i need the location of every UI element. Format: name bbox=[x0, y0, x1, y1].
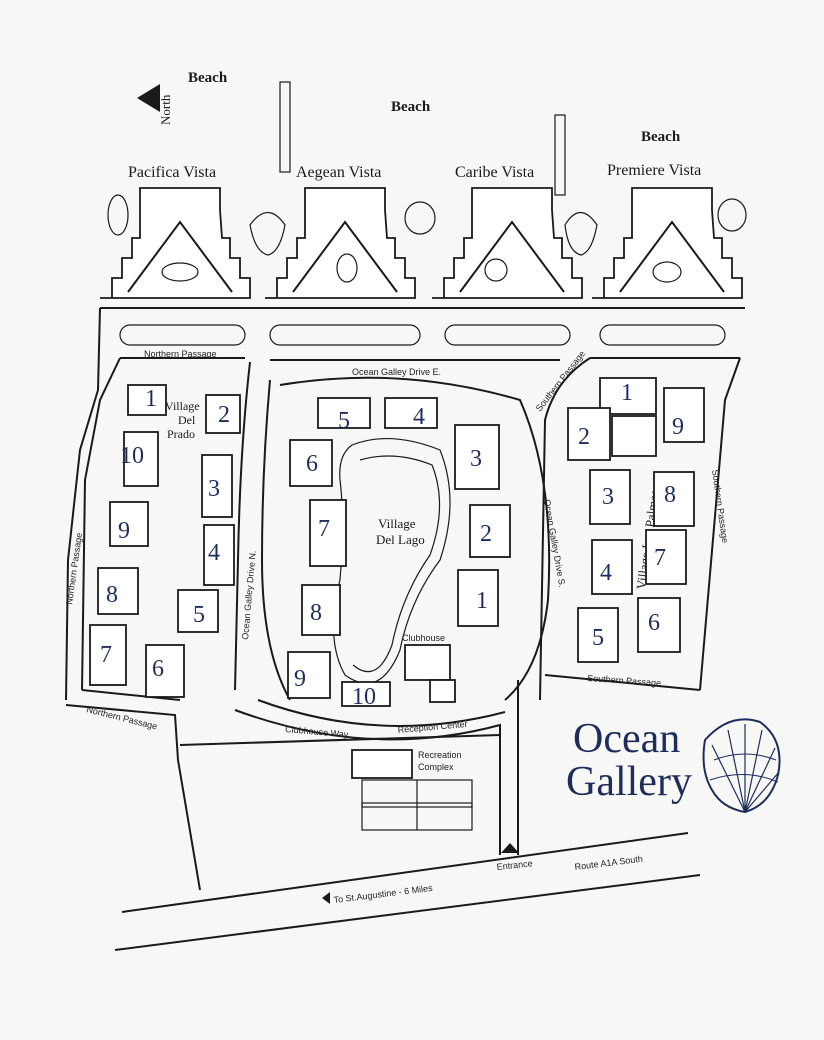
street-southern-passage-top: Southern Passage bbox=[534, 349, 587, 414]
street-ocean-galley-drive-e: Ocean Galley Drive E. bbox=[352, 367, 441, 377]
beach-label-3: Beach bbox=[641, 129, 681, 145]
las-palmas-buildings: 1 2 9 3 8 4 7 5 6 bbox=[567, 377, 705, 663]
entrance-icon bbox=[501, 843, 519, 853]
street-southern-passage-bottom: Southern Passage bbox=[587, 673, 662, 688]
lake-inner-edge bbox=[352, 455, 441, 673]
north-label: North bbox=[158, 94, 173, 125]
svg-text:Del: Del bbox=[178, 413, 196, 427]
bldg-del-prado-10: 10 bbox=[120, 443, 144, 469]
village-del-lago-label: Village Del Lago bbox=[376, 516, 425, 547]
recreation-label-2: Complex bbox=[418, 762, 454, 772]
bldg-del-lago-6: 6 bbox=[306, 451, 318, 477]
bldg-del-prado-3: 3 bbox=[208, 476, 220, 502]
top-parking-row bbox=[119, 324, 726, 346]
bldg-las-palmas-4: 4 bbox=[600, 560, 612, 586]
bldg-las-palmas-8: 8 bbox=[664, 482, 676, 508]
bldg-del-prado-2: 2 bbox=[218, 402, 230, 428]
bldg-del-lago-1: 1 bbox=[476, 588, 488, 614]
bldg-del-lago-10: 10 bbox=[352, 684, 376, 710]
bldg-del-lago-9: 9 bbox=[294, 666, 306, 692]
bldg-del-lago-4: 4 bbox=[413, 404, 425, 430]
svg-text:Del Lago: Del Lago bbox=[376, 532, 425, 547]
vista-building-aegean bbox=[265, 187, 416, 299]
bldg-las-palmas-7: 7 bbox=[654, 545, 666, 571]
street-ocean-galley-drive-s: Ocean Galley Drive S. bbox=[542, 499, 567, 588]
bldg-del-prado-5: 5 bbox=[193, 602, 205, 628]
bldg-las-palmas-3: 3 bbox=[602, 484, 614, 510]
svg-text:Village: Village bbox=[165, 399, 200, 413]
street-clubhouse-way: Clubhouse Way bbox=[285, 724, 349, 740]
beach-walkways bbox=[279, 81, 566, 196]
street-reception-center: Reception Center bbox=[397, 719, 468, 735]
vista-label-caribe: Caribe Vista bbox=[455, 164, 534, 181]
bldg-del-prado-7: 7 bbox=[100, 642, 112, 668]
bldg-las-palmas-5: 5 bbox=[592, 625, 604, 651]
bldg-del-prado-9: 9 bbox=[118, 518, 130, 544]
logo-text-ocean: Ocean bbox=[573, 716, 680, 762]
bldg-del-lago-7: 7 bbox=[318, 516, 330, 542]
bldg-las-palmas-2: 2 bbox=[578, 424, 590, 450]
bldg-del-prado-6: 6 bbox=[152, 656, 164, 682]
vista-label-aegean: Aegean Vista bbox=[296, 164, 381, 181]
bldg-del-lago-3: 3 bbox=[470, 446, 482, 472]
bldg-del-prado-1: 1 bbox=[145, 386, 157, 412]
bldg-del-prado-8: 8 bbox=[106, 582, 118, 608]
st-augustine-label: To St.Augustine - 6 Miles bbox=[333, 883, 434, 905]
recreation-label-1: Recreation bbox=[418, 750, 462, 760]
del-prado-buildings: 1 2 10 3 9 4 8 5 7 6 bbox=[89, 384, 241, 698]
beach-label-2: Beach bbox=[391, 99, 431, 115]
logo-text-gallery: Gallery bbox=[566, 759, 692, 805]
vista-building-pacifica bbox=[100, 187, 251, 299]
vista-building-premiere bbox=[592, 187, 743, 299]
route-a1a-label: Route A1A South bbox=[574, 854, 643, 872]
del-lago-buildings: 5 4 6 3 7 2 8 1 9 10 bbox=[287, 397, 511, 710]
ocean-gallery-logo: Ocean Gallery bbox=[566, 716, 781, 814]
bldg-las-palmas-9: 9 bbox=[672, 414, 684, 440]
bldg-del-lago-5: 5 bbox=[338, 408, 350, 434]
street-northern-passage-bottom: Northern Passage bbox=[86, 704, 159, 731]
bldg-las-palmas-6: 6 bbox=[648, 610, 660, 636]
street-ocean-galley-drive-n: Ocean Galley Drive N. bbox=[240, 550, 258, 640]
shell-icon bbox=[702, 718, 781, 814]
svg-text:Prado: Prado bbox=[167, 427, 195, 441]
vista-building-caribe bbox=[432, 187, 583, 299]
street-northern-passage-top: Northern Passage bbox=[144, 349, 217, 359]
recreation-complex bbox=[351, 749, 473, 831]
vista-label-premiere: Premiere Vista bbox=[607, 162, 701, 179]
bldg-las-palmas-1: 1 bbox=[621, 380, 633, 406]
road-network bbox=[65, 307, 745, 951]
left-arrow-icon bbox=[322, 892, 330, 904]
north-arrow-icon bbox=[137, 84, 160, 112]
vista-label-pacifica: Pacifica Vista bbox=[128, 164, 216, 181]
village-del-prado-label: Village Del Prado bbox=[165, 399, 200, 441]
bldg-del-lago-8: 8 bbox=[310, 600, 322, 626]
vista-buildings bbox=[100, 187, 747, 299]
svg-text:Village: Village bbox=[378, 516, 416, 531]
clubhouse-building bbox=[404, 644, 456, 703]
beach-label-1: Beach bbox=[188, 70, 228, 86]
entrance-label: Entrance bbox=[496, 858, 533, 872]
bldg-del-lago-2: 2 bbox=[480, 521, 492, 547]
clubhouse-label: Clubhouse bbox=[402, 633, 445, 643]
bldg-del-prado-4: 4 bbox=[208, 540, 220, 566]
